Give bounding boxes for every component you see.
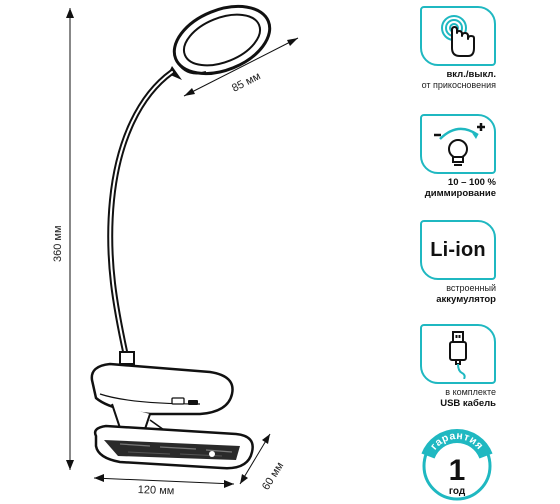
battery-badge-text: Li-ion [430, 238, 486, 261]
feature-battery-subtitle: аккумулятор [436, 294, 496, 305]
feature-usb-title: в комплекте [445, 387, 496, 397]
dimension-base-depth [239, 433, 271, 485]
lamp-clip-base [90, 362, 254, 470]
usb-cable-icon [449, 331, 467, 379]
feature-touch: вкл./выкл. от прикосновения [420, 6, 496, 91]
feature-battery: Li-ion встроенный аккумулятор [420, 220, 496, 305]
dim-label-height: 360 мм [52, 225, 64, 262]
lamp-head [168, 4, 272, 80]
warranty-number: 1 [449, 454, 466, 487]
feature-usb: в комплекте USB кабель [420, 324, 496, 409]
warranty-seal: гарантия 1 год [418, 424, 496, 502]
feature-touch-title: вкл./выкл. [446, 69, 496, 80]
feature-dimming: 10 – 100 % диммирование [420, 114, 496, 199]
feature-touch-subtitle: от прикосновения [421, 80, 496, 90]
feature-touch-badge [420, 6, 496, 66]
feature-dimming-subtitle: диммирование [424, 188, 496, 199]
feature-dimming-badge [420, 114, 496, 174]
feature-usb-subtitle: USB кабель [440, 398, 496, 409]
dimension-head [183, 37, 299, 97]
feature-usb-badge [420, 324, 496, 384]
feature-battery-title: встроенный [446, 283, 496, 293]
dimension-base-width [93, 474, 235, 488]
dim-label-base-width: 120 мм [137, 484, 175, 498]
feature-battery-badge: Li-ion [420, 220, 496, 280]
feature-dimming-title: 10 – 100 % [447, 177, 496, 188]
touch-hand-icon [441, 15, 475, 57]
warranty-unit: год [449, 486, 466, 497]
dimmer-bulb-icon [434, 123, 485, 166]
lamp-drawing [66, 4, 299, 488]
lamp-gooseneck [107, 69, 175, 359]
dimension-height [66, 8, 74, 470]
